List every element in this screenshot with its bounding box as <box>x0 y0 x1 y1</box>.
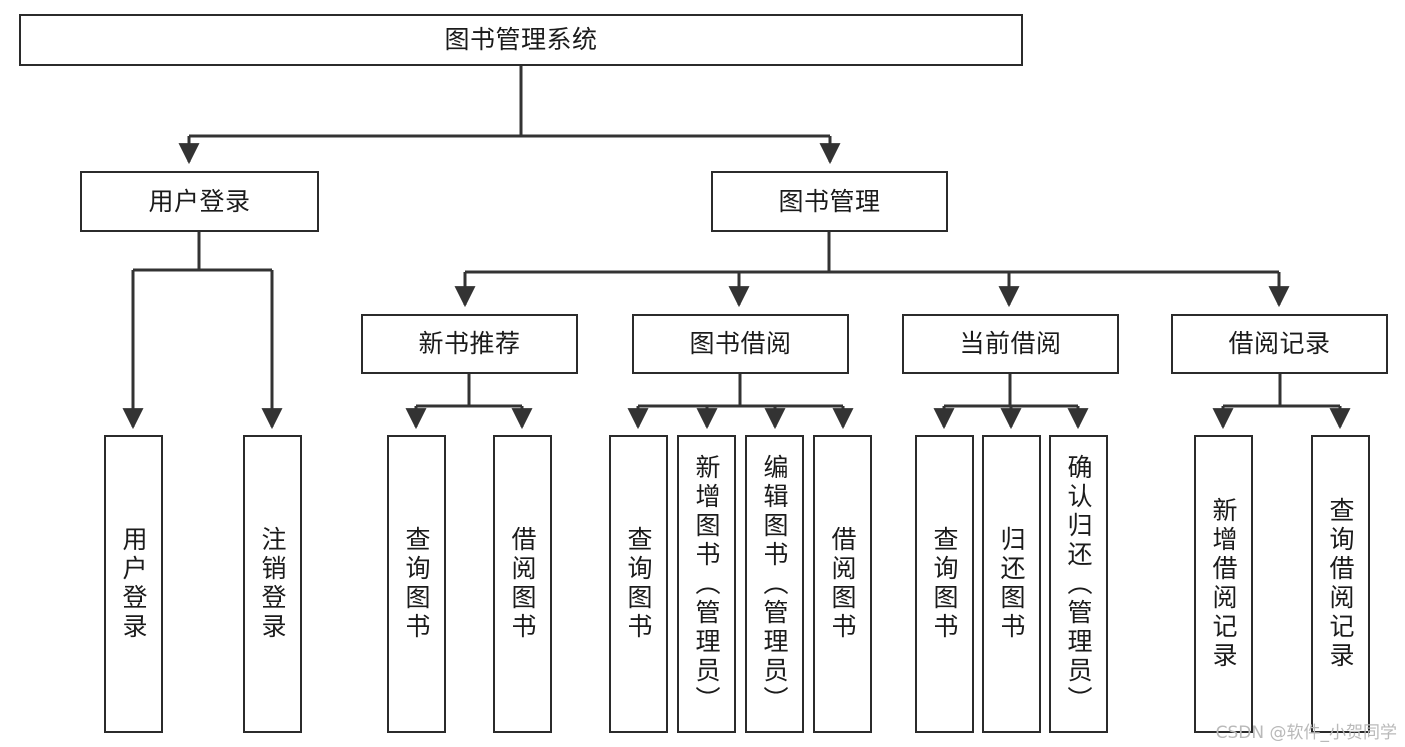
node-new-book-recommend-label: 新书推荐 <box>418 329 521 358</box>
node-borrow-record-label: 借阅记录 <box>1228 329 1331 358</box>
leaf-borrow-book-1-label: 借阅图书 <box>508 526 537 642</box>
leaf-borrow-book-1[interactable]: 借阅图书 <box>493 435 552 733</box>
node-book-manage-label: 图书管理 <box>778 186 881 216</box>
leaf-edit-book-label: 编辑图书（管理员） <box>760 453 789 715</box>
node-user-login-label: 用户登录 <box>148 186 251 216</box>
leaf-return-book-label: 归还图书 <box>997 526 1026 642</box>
leaf-query-book-2-label: 查询图书 <box>624 526 653 642</box>
node-current-borrow[interactable]: 当前借阅 <box>902 314 1119 374</box>
node-current-borrow-label: 当前借阅 <box>959 329 1062 358</box>
leaf-return-book[interactable]: 归还图书 <box>982 435 1041 733</box>
leaf-add-record-label: 新增借阅记录 <box>1209 497 1238 671</box>
leaf-query-book-2[interactable]: 查询图书 <box>609 435 668 733</box>
node-new-book-recommend[interactable]: 新书推荐 <box>361 314 578 374</box>
node-root[interactable]: 图书管理系统 <box>19 14 1023 66</box>
leaf-query-book-1-label: 查询图书 <box>402 526 431 642</box>
leaf-borrow-book-2-label: 借阅图书 <box>828 526 857 642</box>
leaf-edit-book[interactable]: 编辑图书（管理员） <box>745 435 804 733</box>
leaf-add-book[interactable]: 新增图书（管理员） <box>677 435 736 733</box>
leaf-confirm-return-label: 确认归还（管理员） <box>1064 453 1093 715</box>
leaf-add-book-label: 新增图书（管理员） <box>692 453 721 715</box>
leaf-borrow-book-2[interactable]: 借阅图书 <box>813 435 872 733</box>
leaf-query-book-1[interactable]: 查询图书 <box>387 435 446 733</box>
watermark: CSDN @软件_小贺同学 <box>1215 723 1397 743</box>
leaf-query-book-3[interactable]: 查询图书 <box>915 435 974 733</box>
leaf-user-login-label: 用户登录 <box>119 526 148 642</box>
node-book-borrow[interactable]: 图书借阅 <box>632 314 849 374</box>
node-root-label: 图书管理系统 <box>444 25 598 54</box>
node-book-borrow-label: 图书借阅 <box>689 329 792 358</box>
node-user-login[interactable]: 用户登录 <box>80 171 319 232</box>
leaf-logout-login[interactable]: 注销登录 <box>243 435 302 733</box>
leaf-query-record-label: 查询借阅记录 <box>1326 497 1355 671</box>
leaf-logout-login-label: 注销登录 <box>258 526 287 642</box>
node-borrow-record[interactable]: 借阅记录 <box>1171 314 1388 374</box>
leaf-add-record[interactable]: 新增借阅记录 <box>1194 435 1253 733</box>
leaf-query-book-3-label: 查询图书 <box>930 526 959 642</box>
node-book-manage[interactable]: 图书管理 <box>711 171 948 232</box>
leaf-confirm-return[interactable]: 确认归还（管理员） <box>1049 435 1108 733</box>
leaf-user-login[interactable]: 用户登录 <box>104 435 163 733</box>
leaf-query-record[interactable]: 查询借阅记录 <box>1311 435 1370 733</box>
